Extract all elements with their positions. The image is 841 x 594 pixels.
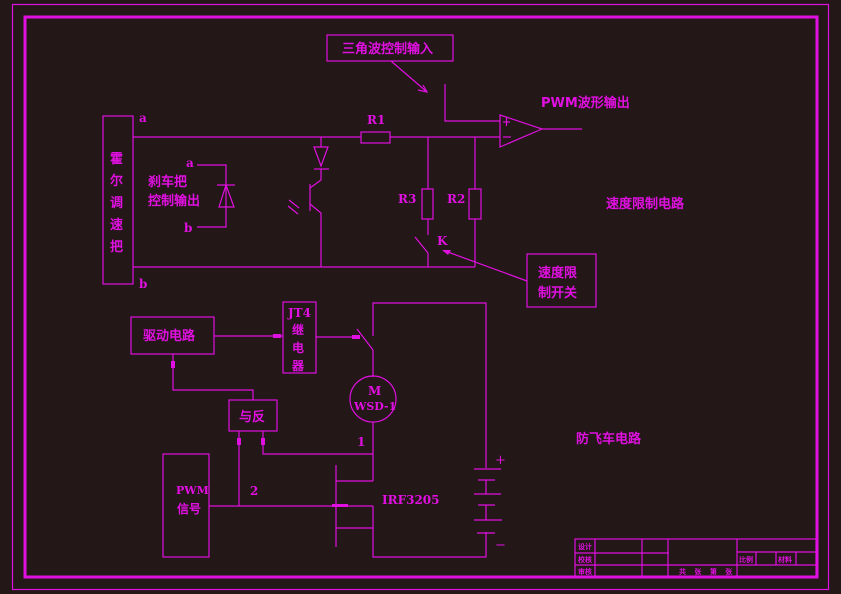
- inner-border: [23, 15, 819, 579]
- hall-char: 霍: [110, 152, 123, 167]
- light-ray-icon: [288, 199, 300, 209]
- node-1-label: 1: [357, 435, 365, 449]
- hall-char: 尔: [110, 173, 123, 189]
- r1-label: R1: [367, 113, 385, 127]
- and-not-label: 与反: [239, 409, 265, 425]
- speed-limit-circuit-title: 速度限制电路: [606, 196, 685, 212]
- mosfet-label: IRF3205: [382, 493, 440, 507]
- pwm-output-label: PWM波形输出: [541, 95, 630, 111]
- gate-to-drive-wire: [172, 354, 254, 400]
- anti-runaway-circuit-title: 防飞车电路: [576, 431, 642, 447]
- relay-char: 电: [292, 340, 304, 355]
- connector-dot: [352, 335, 360, 339]
- brake-wire: [197, 164, 227, 228]
- connector-dot: [273, 334, 281, 338]
- brake-label-2: 控制输出: [148, 193, 200, 209]
- motor-m-label: M: [368, 384, 381, 398]
- opamp-plus-wire: [444, 84, 500, 122]
- battery-minus-label: −: [495, 538, 506, 553]
- brake-diode: [218, 183, 235, 208]
- connector-dot: [171, 361, 175, 368]
- opto-collector: [309, 169, 322, 189]
- resistor-r2: [468, 188, 482, 220]
- resistor-r1: [360, 131, 391, 144]
- switch-k[interactable]: [414, 236, 429, 254]
- k-label: K: [437, 234, 448, 248]
- triangle-input-arrow: [390, 60, 428, 93]
- relay-char: 器: [291, 359, 305, 373]
- pwm-signal-label-2: 信号: [177, 501, 201, 516]
- switch-pointer-arrow: [444, 250, 528, 282]
- arrow-head-icon: [442, 250, 451, 255]
- outer-border: [11, 3, 830, 591]
- brake-a-label: a: [186, 156, 194, 170]
- battery-plus-label: +: [495, 453, 506, 468]
- title-sheets: 共 张 第 张: [679, 567, 733, 576]
- light-ray-icon: [287, 205, 299, 215]
- hall-char: 速: [110, 217, 123, 233]
- hall-char: 把: [110, 239, 123, 255]
- battery-wire: [372, 302, 487, 468]
- resistor-r3: [421, 188, 434, 220]
- title-scale: 比例: [739, 555, 753, 564]
- title-material: 材料: [777, 555, 792, 564]
- ground-wire: [372, 528, 487, 558]
- triangle-input-box: [326, 34, 454, 62]
- opamp-comparator: [499, 114, 544, 148]
- connector-dot: [261, 438, 265, 445]
- title-checker: 校核: [578, 555, 592, 564]
- mosfet-source: [336, 506, 374, 529]
- node-b-label: b: [139, 277, 147, 291]
- triangle-input-label: 三角波控制输入: [342, 41, 433, 57]
- gate-arrow: [332, 504, 348, 507]
- speed-limit-switch-label-2: 制开关: [538, 285, 577, 301]
- title-designer: 设计: [578, 542, 592, 551]
- relay-contact-switch: [356, 328, 374, 351]
- r2-label: R2: [447, 192, 465, 206]
- opto-emitter: [309, 203, 322, 267]
- hall-char: 调: [110, 196, 123, 211]
- opto-led: [313, 146, 329, 168]
- relay-name: JT4: [287, 306, 311, 320]
- brake-b-label: b: [184, 221, 192, 235]
- drive-circuit-label: 驱动电路: [143, 328, 196, 344]
- connector-dot: [237, 438, 241, 445]
- node-2-label: 2: [250, 484, 258, 498]
- hall-throttle-box: [102, 115, 134, 285]
- node-a-label: a: [139, 111, 147, 125]
- motor: [349, 375, 397, 423]
- motor-model-label: WSD-1: [353, 400, 396, 413]
- relay-char: 继: [292, 322, 304, 337]
- title-reviewer: 审核: [578, 567, 592, 576]
- pwm-signal-label-1: PWM: [176, 484, 209, 497]
- title-block: [574, 538, 817, 578]
- arrow-head-icon: [417, 84, 429, 93]
- brake-label-1: 刹车把: [148, 174, 187, 190]
- speed-limit-switch-label-1: 速度限: [538, 265, 578, 281]
- r3-label: R3: [398, 192, 416, 206]
